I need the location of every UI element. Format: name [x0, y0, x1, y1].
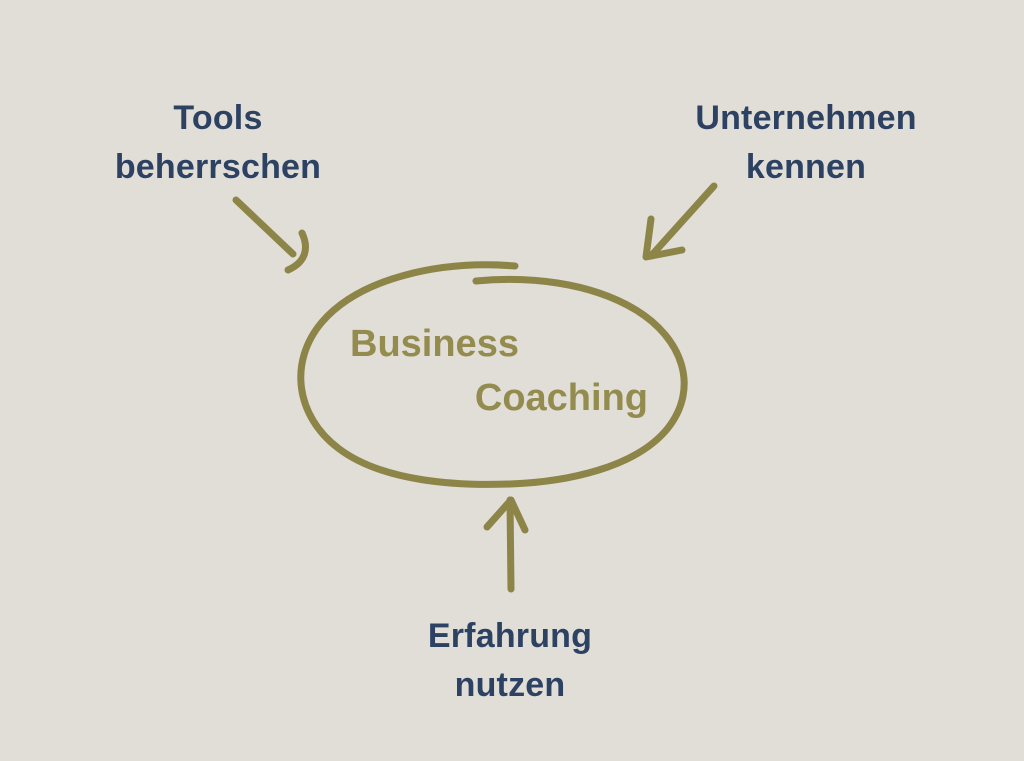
arrow-top-left-icon	[232, 196, 309, 274]
arrow-top-right-icon	[642, 182, 718, 261]
label-unternehmen-kennen: Unternehmen kennen	[695, 99, 917, 187]
label-tools-beherrschen: Tools beherrschen	[114, 99, 322, 187]
label-erfahrung-nutzen: Erfahrung nutzen	[427, 617, 593, 705]
arrow-bottom-icon	[483, 496, 529, 593]
business-coaching-ellipse	[297, 261, 688, 488]
